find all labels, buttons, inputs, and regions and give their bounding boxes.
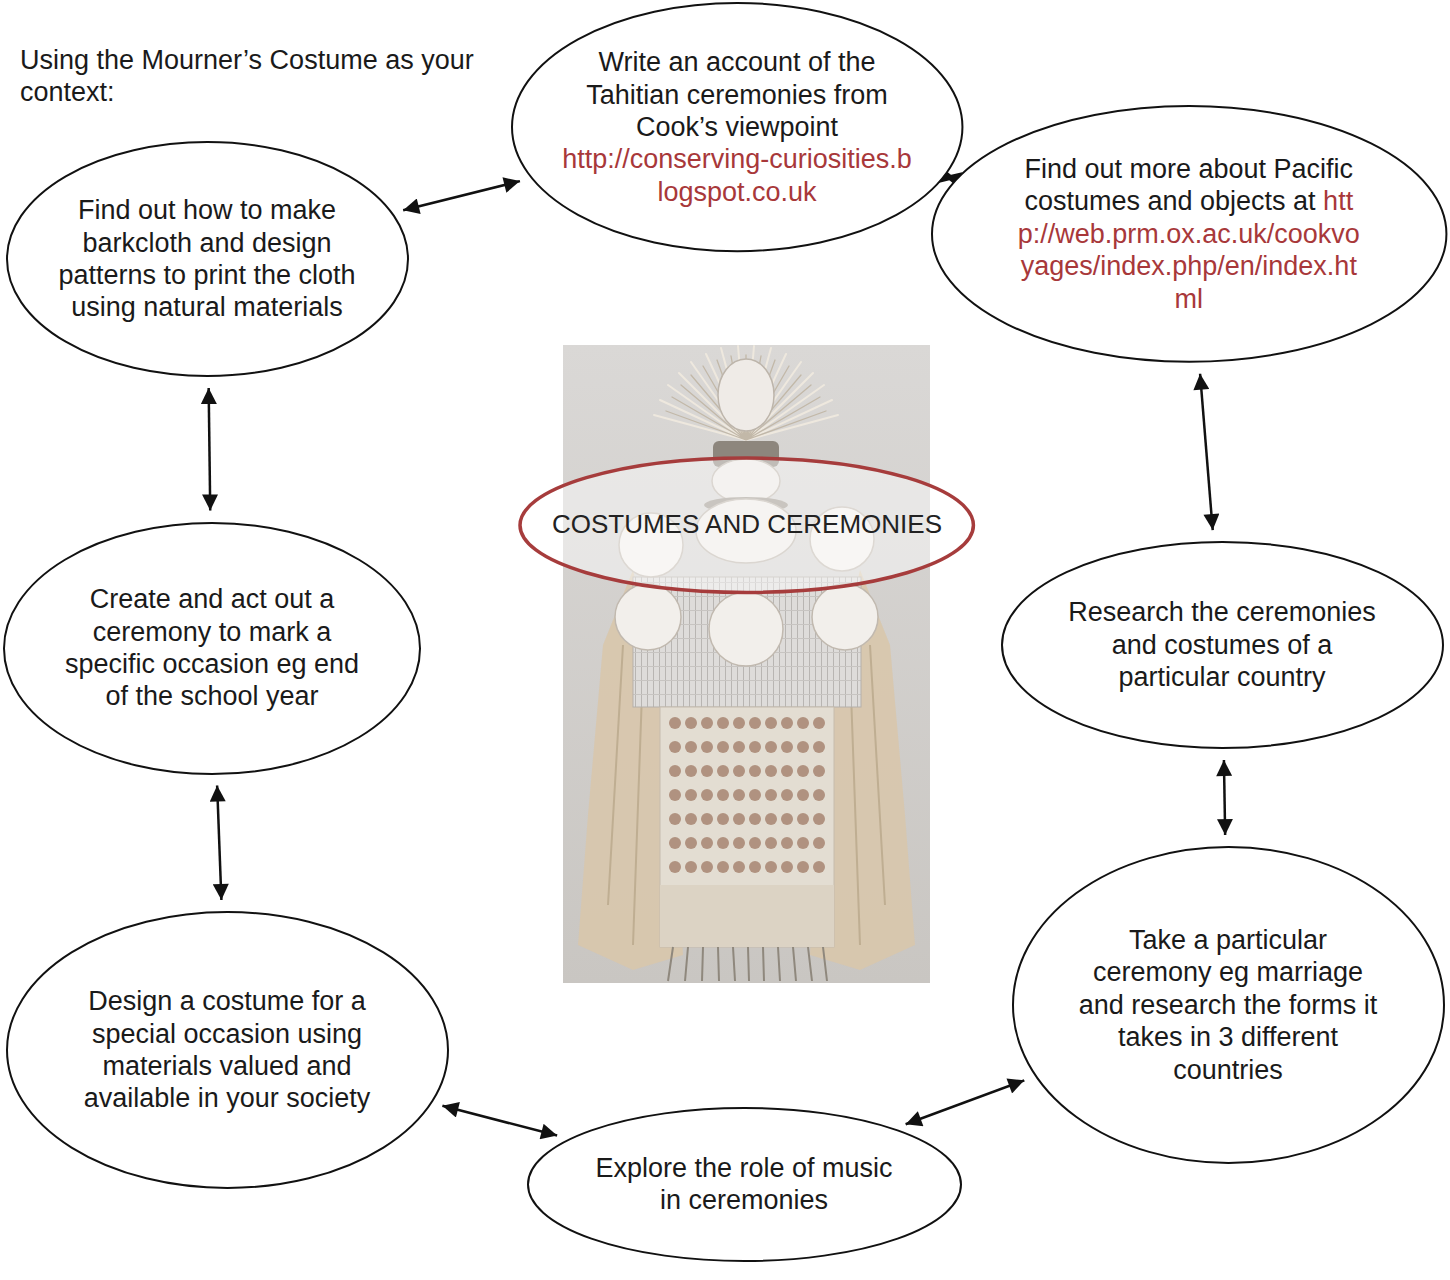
activity-text: Explore the role of music in ceremonies bbox=[594, 1152, 894, 1217]
activity-text: Research the ceremonies and costumes of … bbox=[1062, 596, 1382, 693]
text-block: Explore the role of music in ceremonies bbox=[594, 1152, 894, 1217]
web-link: http://conserving-curiosities.blogspot.c… bbox=[562, 143, 912, 208]
activity-ellipse: Explore the role of music in ceremonies bbox=[526, 1106, 963, 1263]
double-arrow bbox=[217, 785, 221, 900]
ellipse bbox=[932, 106, 1446, 362]
text-wrap: Create and act out a ceremony to mark a … bbox=[2, 521, 422, 776]
double-arrow bbox=[403, 181, 520, 210]
ellipse-outline bbox=[5, 140, 410, 378]
text-block: COSTUMES AND CEREMONIES bbox=[552, 509, 942, 540]
ellipse bbox=[7, 912, 448, 1188]
ellipse bbox=[528, 1108, 961, 1261]
ellipse-outline bbox=[2, 521, 422, 776]
text-wrap: Find out how to make barkcloth and desig… bbox=[5, 140, 410, 378]
activity-text: Find out how to make barkcloth and desig… bbox=[47, 194, 367, 324]
apron bbox=[660, 707, 834, 947]
text-block: Research the ceremonies and costumes of … bbox=[1062, 596, 1382, 693]
activity-text: Create and act out a ceremony to mark a … bbox=[52, 583, 372, 713]
text-wrap: COSTUMES AND CEREMONIES bbox=[518, 456, 975, 594]
text-block: Design a costume for a special occasion … bbox=[67, 985, 387, 1115]
double-arrow bbox=[1224, 760, 1225, 835]
topic-ellipse: COSTUMES AND CEREMONIES bbox=[518, 456, 975, 594]
activity-text: Find out more about Pacific costumes and… bbox=[1024, 154, 1353, 216]
activity-text: Design a costume for a special occasion … bbox=[67, 985, 387, 1115]
text-wrap: Take a particular ceremony eg marriage a… bbox=[1011, 845, 1446, 1165]
double-arrow bbox=[442, 1106, 557, 1136]
feather-rays bbox=[654, 346, 838, 440]
ellipse bbox=[7, 142, 408, 376]
double-arrow bbox=[906, 1080, 1025, 1124]
text-wrap: Write an account of the Tahitian ceremon… bbox=[510, 1, 964, 253]
ellipse-outline bbox=[5, 910, 450, 1190]
ellipse bbox=[520, 458, 973, 592]
text-block: Find out more about Pacific costumes and… bbox=[1014, 153, 1364, 315]
ellipse bbox=[1013, 847, 1444, 1163]
mourner-costume-photo bbox=[563, 345, 930, 983]
ellipse-outline bbox=[526, 1106, 963, 1263]
activity-ellipse: Create and act out a ceremony to mark a … bbox=[2, 521, 422, 776]
ellipse bbox=[1002, 542, 1443, 748]
double-arrow bbox=[1200, 374, 1213, 530]
ellipse bbox=[512, 3, 962, 251]
activity-ellipse: Research the ceremonies and costumes of … bbox=[1000, 540, 1445, 750]
text-block: Find out how to make barkcloth and desig… bbox=[47, 194, 367, 324]
text-block: Create and act out a ceremony to mark a … bbox=[52, 583, 372, 713]
double-arrow bbox=[209, 388, 211, 511]
text-wrap: Explore the role of music in ceremonies bbox=[526, 1106, 963, 1263]
double-arrow bbox=[945, 176, 956, 179]
bark-cloth-cape bbox=[578, 570, 915, 970]
activity-ellipse: Find out more about Pacific costumes and… bbox=[930, 104, 1448, 364]
text-wrap: Research the ceremonies and costumes of … bbox=[1000, 540, 1445, 750]
text-wrap: Find out more about Pacific costumes and… bbox=[930, 104, 1448, 364]
photo-ground bbox=[563, 345, 930, 983]
activity-text: Write an account of the Tahitian ceremon… bbox=[562, 46, 912, 143]
text-block: Take a particular ceremony eg marriage a… bbox=[1068, 924, 1388, 1086]
topic-title: COSTUMES AND CEREMONIES bbox=[552, 509, 942, 540]
ellipse bbox=[4, 523, 420, 774]
activity-ellipse: Design a costume for a special occasion … bbox=[5, 910, 450, 1190]
text-block: Write an account of the Tahitian ceremon… bbox=[562, 46, 912, 208]
activity-text: Take a particular ceremony eg marriage a… bbox=[1068, 924, 1388, 1086]
intro-label: Using the Mourner’s Costume as your cont… bbox=[20, 44, 520, 109]
fringe bbox=[668, 947, 827, 981]
activity-ellipse: Take a particular ceremony eg marriage a… bbox=[1011, 845, 1446, 1165]
activity-ellipse: Write an account of the Tahitian ceremon… bbox=[510, 1, 964, 253]
text-wrap: Design a costume for a special occasion … bbox=[5, 910, 450, 1190]
activity-ellipse: Find out how to make barkcloth and desig… bbox=[5, 140, 410, 378]
